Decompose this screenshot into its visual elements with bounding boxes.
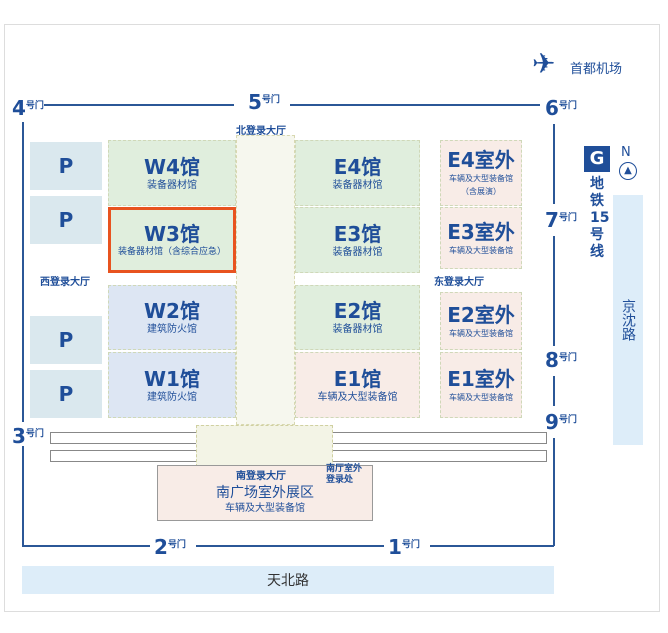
compass-arrow-icon: ▲ bbox=[619, 162, 637, 180]
airplane-icon: ✈ bbox=[532, 47, 556, 80]
hall-e2[interactable]: E2馆装备器材馆 bbox=[295, 285, 420, 350]
boundary-north-east bbox=[290, 104, 540, 106]
boundary-south-2 bbox=[196, 545, 384, 547]
gate-5: 5号门 bbox=[248, 90, 280, 114]
hall-w2[interactable]: W2馆建筑防火馆 bbox=[108, 285, 236, 350]
outdoor-e3[interactable]: E3室外车辆及大型装备馆 bbox=[440, 207, 522, 269]
boundary-east-3 bbox=[553, 376, 555, 406]
subway-logo-icon: G bbox=[584, 146, 610, 172]
gate-9: 9号门 bbox=[545, 410, 577, 434]
south-lobby-label: 南登录大厅 bbox=[236, 471, 286, 482]
south-corridor-east bbox=[330, 432, 547, 444]
east-lobby-label: 东登录大厅 bbox=[434, 277, 484, 288]
hall-w3-highlighted[interactable]: W3馆装备器材馆（含综合应急） bbox=[108, 207, 236, 273]
central-corridor bbox=[236, 135, 295, 425]
gate-7: 7号门 bbox=[545, 208, 577, 232]
parking-1: P bbox=[30, 142, 102, 190]
gate-4: 4号门 bbox=[12, 96, 44, 120]
north-lobby-label: 北登录大厅 bbox=[236, 126, 286, 137]
hall-e4[interactable]: E4馆装备器材馆 bbox=[295, 140, 420, 206]
hall-e1[interactable]: E1馆车辆及大型装备馆 bbox=[295, 352, 420, 418]
south-corridor-west-2 bbox=[50, 450, 202, 462]
subway-line-label: 地铁15号线 bbox=[590, 176, 610, 260]
hall-e3[interactable]: E3馆装备器材馆 bbox=[295, 207, 420, 273]
parking-3: P bbox=[30, 316, 102, 364]
gate-3: 3号门 bbox=[12, 424, 44, 448]
south-plaza[interactable]: 南广场室外展区车辆及大型装备馆 bbox=[157, 465, 373, 521]
parking-4: P bbox=[30, 370, 102, 418]
gate-8: 8号门 bbox=[545, 348, 577, 372]
road-tianbei: 天北路 bbox=[22, 566, 554, 594]
south-corridor-east-2 bbox=[330, 450, 547, 462]
road-jingshen: 京沈路 bbox=[613, 195, 643, 445]
gate-1: 1号门 bbox=[388, 535, 420, 559]
south-outdoor-registration: 南厅室外 登录处 bbox=[326, 464, 363, 485]
west-lobby-label: 西登录大厅 bbox=[40, 277, 90, 288]
boundary-south-3 bbox=[430, 545, 554, 547]
boundary-south-1 bbox=[22, 545, 150, 547]
parking-2: P bbox=[30, 196, 102, 244]
compass-label: N bbox=[621, 145, 631, 160]
boundary-north-west bbox=[44, 104, 234, 106]
boundary-west-south bbox=[22, 446, 24, 546]
hall-w4[interactable]: W4馆装备器材馆 bbox=[108, 140, 236, 206]
south-corridor-west bbox=[50, 432, 202, 444]
gate-2: 2号门 bbox=[154, 535, 186, 559]
outdoor-e4[interactable]: E4室外车辆及大型装备馆（含展演） bbox=[440, 140, 522, 206]
boundary-east-1 bbox=[553, 124, 555, 204]
boundary-east-4 bbox=[553, 438, 555, 546]
outdoor-e1[interactable]: E1室外车辆及大型装备馆 bbox=[440, 352, 522, 418]
gate-6: 6号门 bbox=[545, 96, 577, 120]
boundary-east-2 bbox=[553, 236, 555, 346]
hall-w1[interactable]: W1馆建筑防火馆 bbox=[108, 352, 236, 418]
outdoor-e2[interactable]: E2室外车辆及大型装备馆 bbox=[440, 292, 522, 350]
airport-label: 首都机场 bbox=[570, 62, 623, 77]
south-lobby-building bbox=[196, 425, 333, 467]
map-frame bbox=[4, 24, 660, 612]
boundary-west bbox=[22, 122, 24, 422]
